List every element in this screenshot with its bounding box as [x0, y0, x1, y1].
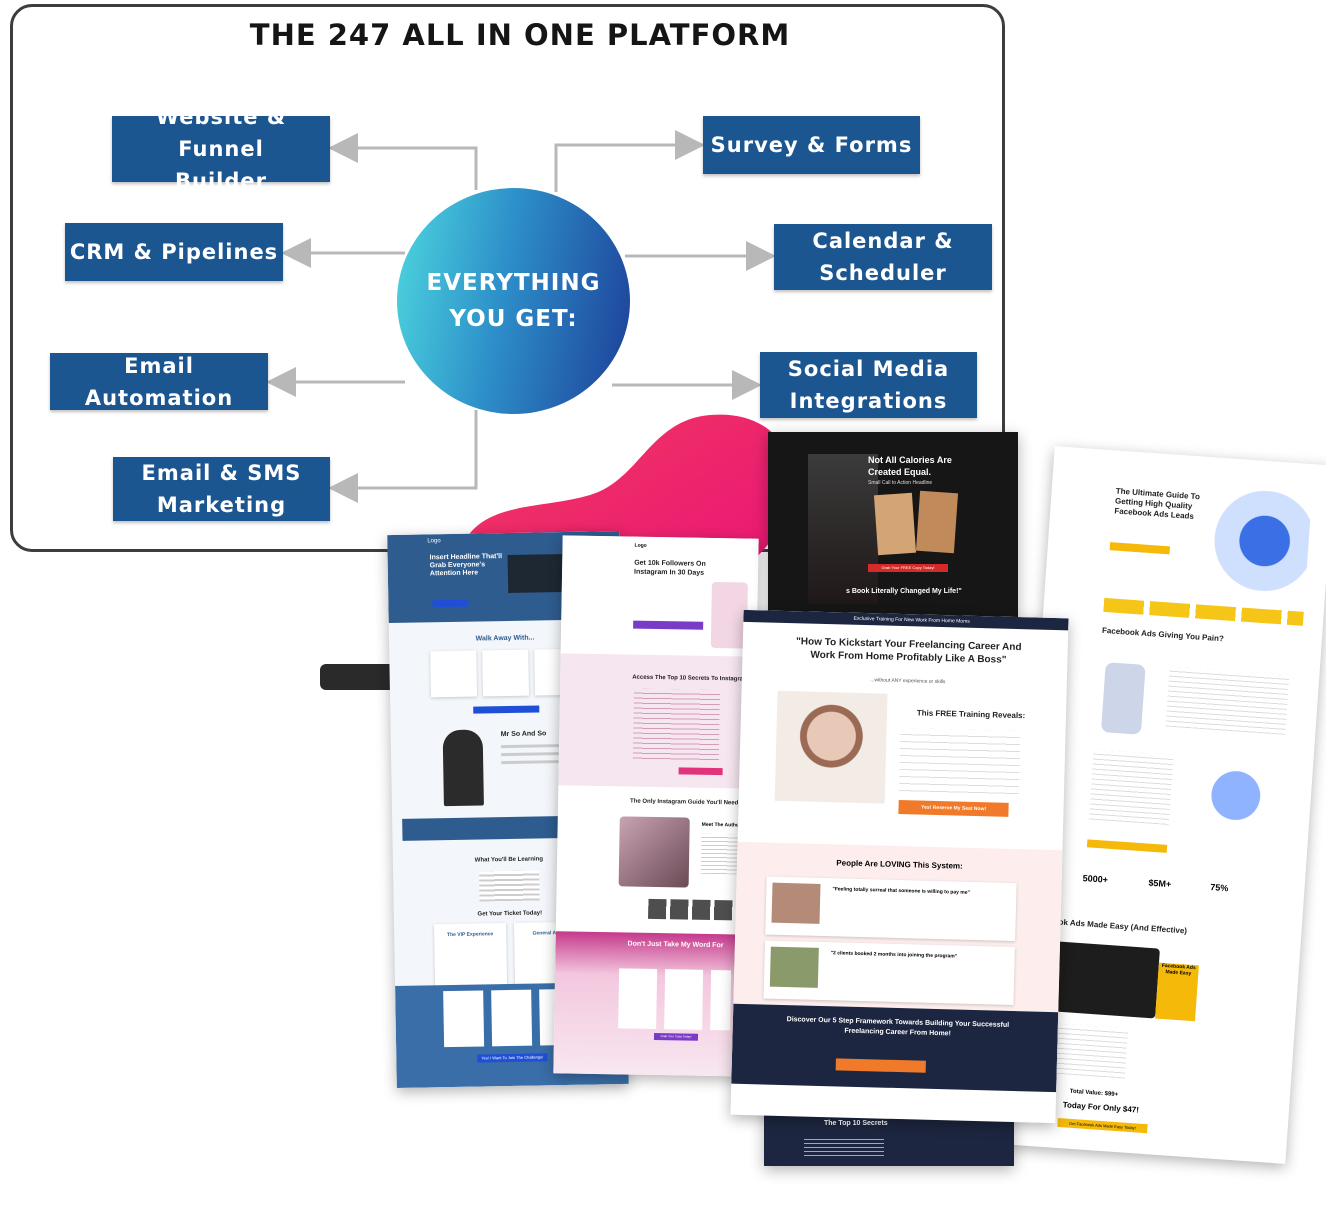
- freelance-secrets: The Top 10 Secrets: [824, 1120, 888, 1127]
- feature-survey-forms: Survey & Forms: [703, 116, 920, 174]
- connector-lines: [266, 130, 776, 503]
- feature-calendar-scheduler: Calendar & Scheduler: [774, 224, 992, 290]
- facebook-today: Today For Only $47!: [1062, 1100, 1140, 1115]
- instagram-secrets: Access The Top 10 Secrets To Instagram: [632, 674, 749, 683]
- feature-crm-pipelines: CRM & Pipelines: [65, 223, 283, 281]
- instagram-grab-button[interactable]: [633, 620, 704, 630]
- calories-sub: Small Call to Action Headline: [868, 480, 933, 486]
- challenge-logo: Logo: [427, 538, 441, 545]
- feature-email-sms-marketing: Email & SMS Marketing: [113, 457, 330, 521]
- everything-circle: EVERYTHING YOU GET:: [397, 188, 630, 414]
- facebook-stat-1: 5000+: [1082, 873, 1109, 885]
- connector-website: [328, 133, 478, 190]
- connector-survey: [554, 130, 705, 192]
- calories-headline: Not All Calories Are Created Equal.: [868, 455, 952, 477]
- get-ticket-button[interactable]: [432, 599, 469, 608]
- freelance-testimonial-2: "2 clients booked 2 months into joining …: [830, 950, 958, 960]
- page-title: THE 247 ALL IN ONE PLATFORM: [249, 18, 791, 52]
- calories-cta[interactable]: Grab Your FREE Copy Today!: [868, 564, 948, 572]
- facebook-headline: The Ultimate Guide To Getting High Quali…: [1114, 486, 1201, 521]
- calories-book-quote: s Book Literally Changed My Life!": [846, 588, 962, 595]
- template-instagram-page: Logo Get 10k Followers On Instagram In 3…: [553, 535, 759, 1077]
- instagram-cta[interactable]: Grab Your Copy Today!: [653, 1033, 699, 1041]
- facebook-total: Total Value: $99+: [1069, 1088, 1119, 1099]
- instagram-logo: Logo: [634, 542, 647, 549]
- feature-social-media-integrations: Social Media Integrations: [760, 352, 977, 418]
- facebook-stat-3: 75%: [1210, 882, 1229, 894]
- challenge-cta[interactable]: Yes! I Want To Join The Challenge!: [477, 1053, 548, 1063]
- feature-email-automation: Email Automation: [50, 353, 268, 410]
- freelance-cta[interactable]: Yes! Reserve My Seat Now!: [898, 799, 1009, 817]
- challenge-author: Mr So And So: [500, 730, 547, 739]
- challenge-join-button[interactable]: [473, 705, 540, 714]
- facebook-stat-2: $5M+: [1148, 877, 1172, 890]
- vip-label: The VIP Experience: [446, 931, 494, 939]
- freelance-loving: People Are LOVING This System:: [836, 858, 963, 871]
- template-freelance-page: Exclusive Training For New Work From Hom…: [730, 609, 1069, 1124]
- author-photo: [442, 729, 484, 807]
- freelance-sub: ...without ANY experience or skills: [870, 677, 946, 686]
- facebook-book: Facebook Ads Made Easy: [1155, 962, 1199, 1022]
- feature-website-funnel-builder: Website & Funnel Builder: [112, 105, 330, 193]
- template-calories-page: Not All Calories Are Created Equal. Smal…: [768, 432, 1018, 620]
- facebook-cta[interactable]: Get Facebook Ads Made Easy Today!: [1057, 1117, 1148, 1134]
- connector-email-sms: [328, 410, 478, 503]
- instagram-author: Meet The Author,: [701, 821, 743, 829]
- freelance-testimonial-1: "Feeling totally surreal that someone is…: [832, 886, 970, 896]
- freelance-framework: Discover Our 5 Step Framework Towards Bu…: [786, 1016, 1010, 1038]
- challenge-headline: Insert Headline That'll Grab Everyone's …: [429, 553, 503, 578]
- freelance-headline: "How To Kickstart Your Freelancing Caree…: [795, 636, 1022, 666]
- freelance-reveals: This FREE Training Reveals:: [916, 708, 1026, 721]
- instagram-headline: Get 10k Followers On Instagram In 30 Day…: [634, 559, 706, 577]
- facebook-pain: Facebook Ads Giving You Pain?: [1101, 625, 1225, 644]
- facebook-easy: acebook Ads Made Easy (And Effective): [1035, 915, 1188, 936]
